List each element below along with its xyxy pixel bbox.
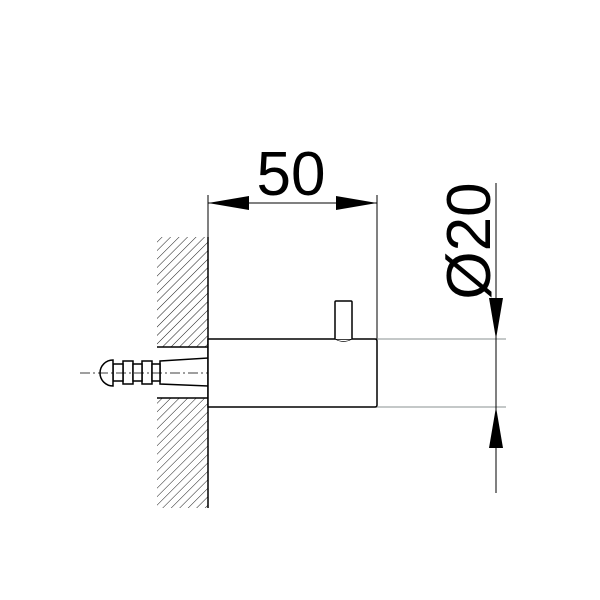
wall-plug xyxy=(99,357,209,387)
width-dimension-label: 50 xyxy=(257,140,326,209)
hook-pin xyxy=(334,300,353,342)
arrow-down-icon xyxy=(489,298,503,339)
width-dimension: 50 xyxy=(207,140,378,339)
diameter-dimension-label: Ø20 xyxy=(435,182,504,299)
hook-body xyxy=(207,338,378,408)
diameter-dimension: Ø20 xyxy=(377,182,506,493)
wall-section xyxy=(157,237,209,508)
arrow-left-icon xyxy=(208,196,249,210)
arrow-right-icon xyxy=(336,196,377,210)
arrow-up-icon xyxy=(489,407,503,448)
